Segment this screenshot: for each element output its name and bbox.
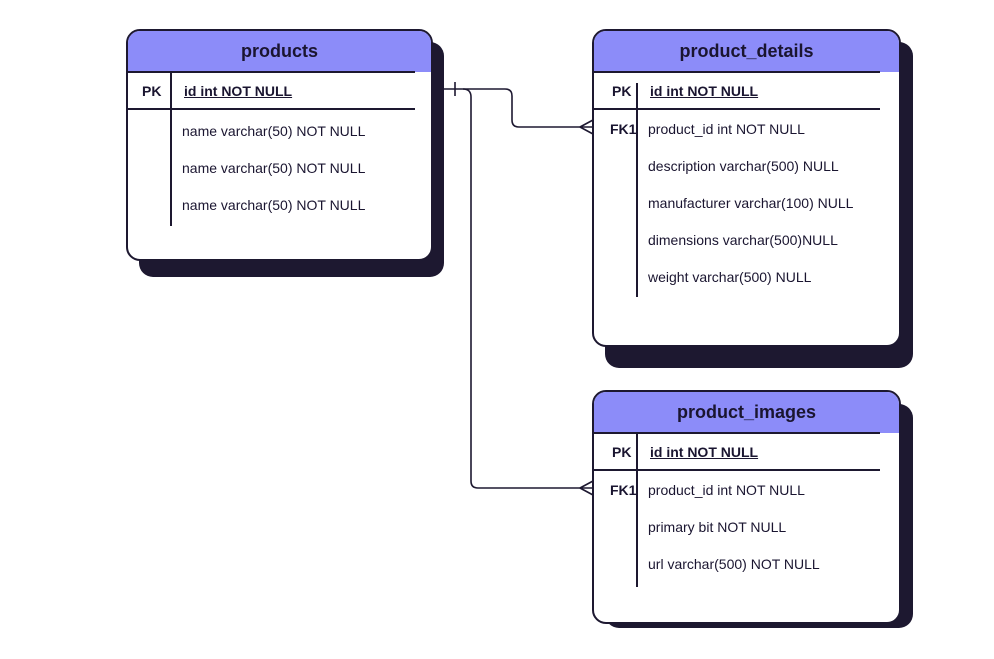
column-name: primary bit NOT NULL <box>648 519 787 535</box>
column-name: name varchar(50) NOT NULL <box>182 160 366 176</box>
pk-divider <box>128 108 415 110</box>
products-table: products PK id int NOT NULL name varchar… <box>126 29 433 261</box>
pk-column: id int NOT NULL <box>650 83 759 99</box>
column-name: description varchar(500) NULL <box>648 158 839 174</box>
column-name: product_id int NOT NULL <box>648 482 805 498</box>
pk-column: id int NOT NULL <box>184 83 293 99</box>
header-divider <box>594 71 880 73</box>
header-divider <box>594 432 880 434</box>
pk-divider <box>594 469 880 471</box>
key-column-divider <box>170 73 172 226</box>
products-table-title: products <box>240 41 318 61</box>
product-details-table-header: product_details <box>594 31 899 72</box>
pk-label: PK <box>612 444 632 460</box>
product-details-table-title: product_details <box>679 41 814 61</box>
fk-label: FK1 <box>610 121 637 137</box>
column-name: name varchar(50) NOT NULL <box>182 123 366 139</box>
column-name: name varchar(50) NOT NULL <box>182 197 366 213</box>
column-name: product_id int NOT NULL <box>648 121 805 137</box>
pk-label: PK <box>142 83 162 99</box>
column-name: weight varchar(500) NULL <box>648 269 812 285</box>
product-images-table: product_images PK id int NOT NULL FK1 pr… <box>592 390 901 624</box>
products-table-header: products <box>128 31 431 72</box>
key-column-divider <box>636 434 638 587</box>
product-details-table: product_details PK id int NOT NULL FK1 p… <box>592 29 901 347</box>
header-divider <box>128 71 415 73</box>
product-images-table-title: product_images <box>676 402 817 422</box>
column-name: url varchar(500) NOT NULL <box>648 556 820 572</box>
crows-foot-product-details <box>579 119 594 135</box>
key-column-divider <box>636 83 638 297</box>
pk-label: PK <box>612 83 632 99</box>
crows-foot-product-images <box>579 480 594 496</box>
column-name: dimensions varchar(500)NULL <box>648 232 838 248</box>
relationship-line-product-images <box>462 88 593 489</box>
column-name: manufacturer varchar(100) NULL <box>648 195 854 211</box>
pk-divider <box>594 108 880 110</box>
relationship-line-product-details <box>433 88 593 128</box>
fk-label: FK1 <box>610 482 637 498</box>
pk-column: id int NOT NULL <box>650 444 759 460</box>
product-images-table-header: product_images <box>594 392 899 433</box>
